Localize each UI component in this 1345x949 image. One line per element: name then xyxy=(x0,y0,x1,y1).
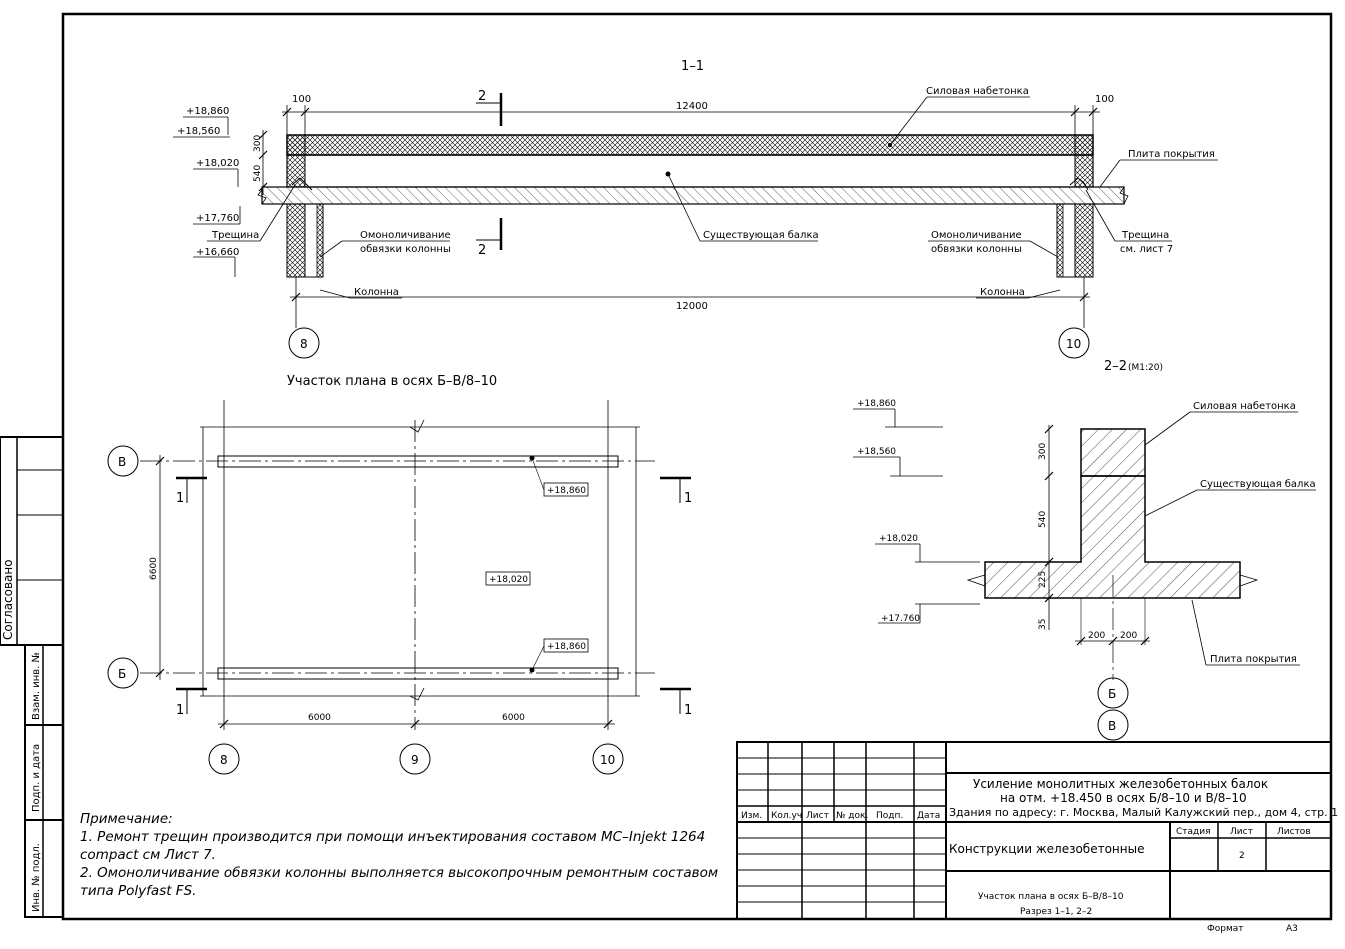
tb-header-list: Лист xyxy=(806,811,829,821)
plan-axis-9: 9 xyxy=(411,753,419,767)
dim-100-left: 100 xyxy=(292,94,311,105)
cut-2-top: 2 xyxy=(478,89,486,104)
s22-elev-18560: +18,560 xyxy=(857,447,896,457)
s22-dim-200-2: 200 xyxy=(1120,631,1137,641)
plan-elev-top: +18,860 xyxy=(547,486,586,496)
tb-header-date: Дата xyxy=(917,811,940,821)
side-inv-podl: Инв. № подл. xyxy=(31,843,42,912)
notes-line1: 1. Ремонт трещин производится при помощи… xyxy=(80,829,706,845)
s22-dim-540: 540 xyxy=(1038,511,1048,528)
s22-elev-17760: +17.760 xyxy=(881,614,920,624)
side-agreed: Согласовано xyxy=(1,559,15,640)
plan-axis-8: 8 xyxy=(220,753,228,767)
label-strap-right-2: обвязки колонны xyxy=(931,244,1022,255)
label-slab: Плита покрытия xyxy=(1128,149,1215,160)
tb-sheet-value: 2 xyxy=(1239,851,1245,861)
notes-line2: compact см Лист 7. xyxy=(80,847,216,863)
side-inv-vzam: Взам. инв. № xyxy=(31,652,42,720)
label-column-left: Колонна xyxy=(354,287,399,298)
label-crack-right-1: Трещина xyxy=(1121,230,1169,241)
section-2-2-title: 2–2 xyxy=(1104,359,1127,374)
label-overlay: Силовая набетонка xyxy=(926,86,1029,97)
tb-header-doc: № док. xyxy=(836,811,868,821)
section-1-1-drawing xyxy=(173,93,1218,359)
tb-stage-header: Стадия xyxy=(1176,827,1211,837)
s22-axis-b: Б xyxy=(1108,687,1116,701)
notes-heading: Примечание: xyxy=(80,811,173,827)
plan-axis-10: 10 xyxy=(600,753,615,767)
tb-project-line1: Усиление монолитных железобетонных балок xyxy=(973,777,1268,791)
section-2-2-drawing xyxy=(853,408,1316,741)
elev-18860: +18,860 xyxy=(186,106,229,117)
plan-dim-6600: 6600 xyxy=(149,557,159,580)
plan-dim-6000-1: 6000 xyxy=(308,713,331,723)
tb-header-sign: Подп. xyxy=(876,811,903,821)
dim-12400: 12400 xyxy=(676,101,708,112)
plan-cut-1-bl: 1 xyxy=(176,703,184,718)
s22-dim-200-1: 200 xyxy=(1088,631,1105,641)
tb-project-line2: на отм. +18.450 в осях Б/8–10 и В/8–10 xyxy=(1000,791,1247,805)
tb-header-kolvo: Кол.уч xyxy=(771,811,802,821)
s22-elev-18020: +18,020 xyxy=(879,534,918,544)
label-strap-left-1: Омоноличивание xyxy=(360,230,451,241)
s22-dim-225: 225 xyxy=(1038,571,1048,588)
dim-540: 540 xyxy=(253,165,263,182)
tb-format-label: Формат xyxy=(1207,924,1244,934)
axis-10-top: 10 xyxy=(1066,337,1081,351)
plan-cut-1-tr: 1 xyxy=(684,491,692,506)
elev-16660: +16,660 xyxy=(196,247,239,258)
s22-label-beam: Существующая балка xyxy=(1200,479,1316,490)
dim-300: 300 xyxy=(253,135,263,152)
tb-sheet-header: Лист xyxy=(1230,827,1253,837)
notes-line3: 2. Омоноличивание обвязки колонны выполн… xyxy=(80,865,719,881)
plan-drawing xyxy=(107,400,691,775)
tb-header-izm: Изм. xyxy=(741,811,762,821)
dim-12000: 12000 xyxy=(676,301,708,312)
tb-format-value: А3 xyxy=(1286,924,1298,934)
label-strap-left-2: обвязки колонны xyxy=(360,244,451,255)
notes: Примечание: 1. Ремонт трещин производитс… xyxy=(80,810,730,900)
label-column-right: Колонна xyxy=(980,287,1025,298)
section-2-2-scale: (М1:20) xyxy=(1128,363,1163,373)
tb-drawing-line1: Участок плана в осях Б–В/8–10 xyxy=(978,892,1124,902)
side-sign-date: Подп. и дата xyxy=(31,744,42,812)
plan-elev-bottom: +18,860 xyxy=(547,642,586,652)
elev-18560: +18,560 xyxy=(177,126,220,137)
s22-dim-300: 300 xyxy=(1038,443,1048,460)
axis-8-top: 8 xyxy=(300,337,308,351)
tb-drawing-line2: Разрез 1–1, 2–2 xyxy=(1020,907,1092,917)
plan-axis-v: В xyxy=(118,455,126,469)
title-block xyxy=(736,741,1332,920)
section-1-1-title: 1–1 xyxy=(681,59,704,74)
plan-axis-b: Б xyxy=(118,667,126,681)
elev-17760: +17,760 xyxy=(196,213,239,224)
label-crack-left: Трещина xyxy=(211,230,259,241)
label-beam: Существующая балка xyxy=(703,230,819,241)
label-strap-right-1: Омоноличивание xyxy=(931,230,1022,241)
plan-cut-1-br: 1 xyxy=(684,703,692,718)
elev-18020: +18,020 xyxy=(196,158,239,169)
tb-sheets-header: Листов xyxy=(1277,827,1311,837)
side-stamp xyxy=(0,436,64,918)
s22-axis-v: В xyxy=(1108,719,1116,733)
notes-line4: типа Polyfast FS. xyxy=(80,883,197,899)
plan-cut-1-tl: 1 xyxy=(176,491,184,506)
plan-elev-mid: +18,020 xyxy=(489,575,528,585)
plan-dim-6000-2: 6000 xyxy=(502,713,525,723)
plan-title: Участок плана в осях Б–В/8–10 xyxy=(287,374,497,389)
label-crack-right-2: см. лист 7 xyxy=(1120,244,1173,255)
dim-100-right: 100 xyxy=(1095,94,1114,105)
s22-label-overlay: Силовая набетонка xyxy=(1193,401,1296,412)
s22-dim-35: 35 xyxy=(1038,619,1048,630)
tb-section: Конструкции железобетонные xyxy=(949,842,1144,856)
s22-label-slab: Плита покрытия xyxy=(1210,654,1297,665)
s22-elev-18860: +18,860 xyxy=(857,399,896,409)
cut-2-bottom: 2 xyxy=(478,243,486,258)
tb-project-line3: Здания по адресу: г. Москва, Малый Калуж… xyxy=(949,806,1338,819)
